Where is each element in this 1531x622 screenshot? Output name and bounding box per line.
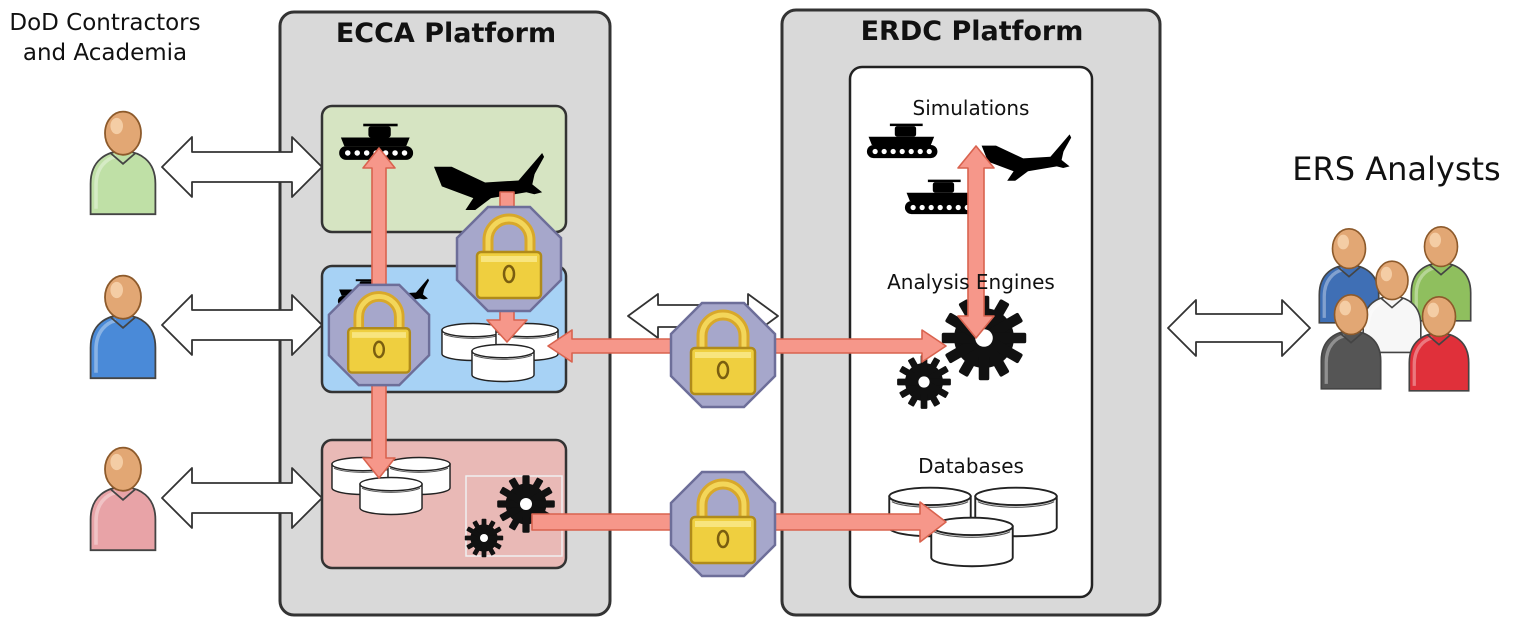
lock-icon: [671, 472, 775, 576]
double-arrow-icon: [161, 467, 323, 529]
double-arrow-icon: [161, 294, 323, 356]
double-arrow-icon: [161, 136, 323, 198]
ers-analysts-group: [1317, 225, 1473, 393]
lock-icon: [671, 303, 775, 407]
flow-arrow: [957, 145, 995, 339]
left-group-label-line2: and Academia: [22, 40, 188, 66]
databases-label: Databases: [918, 454, 1024, 478]
left-group-label: DoD Contractors and Academia: [0, 8, 210, 68]
user-icon: [88, 445, 158, 552]
simulations-label: Simulations: [912, 96, 1030, 120]
user-icon: [88, 109, 158, 216]
lock-icon: [329, 285, 429, 385]
database-icon: [359, 476, 423, 516]
ecca-platform-title: ECCA Platform: [335, 18, 557, 49]
database-icon: [930, 516, 1014, 568]
database-icon: [471, 343, 535, 383]
left-group-label-line1: DoD Contractors: [9, 10, 201, 36]
lock-icon: [457, 207, 561, 311]
ers-analysts-label: ERS Analysts: [1292, 150, 1501, 188]
analysis-engines-label: Analysis Engines: [887, 270, 1055, 294]
user-icon: [88, 273, 158, 380]
erdc-platform-title: ERDC Platform: [860, 16, 1084, 47]
double-arrow-icon: [1167, 299, 1311, 357]
